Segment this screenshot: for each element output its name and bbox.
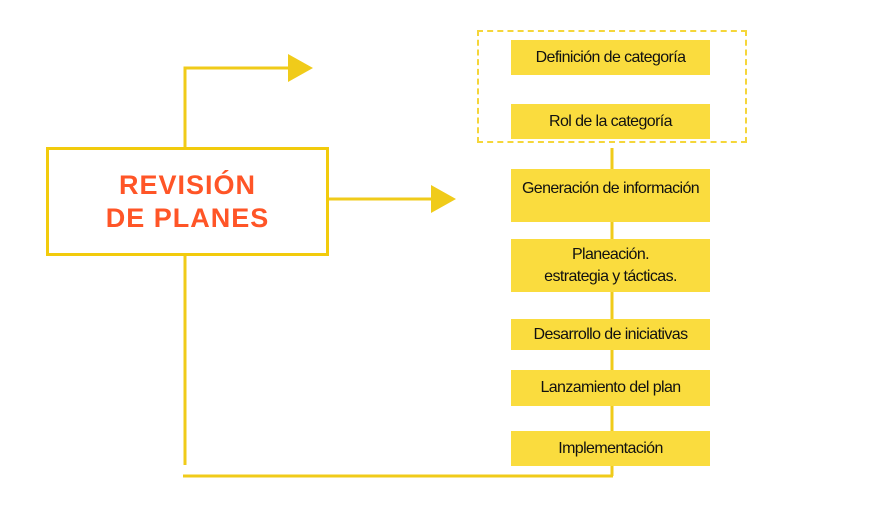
step-label: Implementación — [558, 439, 663, 457]
revision-de-planes-box: REVISIÓN DE PLANES — [46, 147, 329, 256]
step-label: Rol de la categoría — [549, 112, 673, 130]
step-rol-categoria: Rol de la categoría — [511, 104, 710, 139]
step-label: Lanzamiento del plan — [540, 379, 681, 396]
main-title-line2: DE PLANES — [105, 202, 270, 233]
top-arrow-line — [183, 66, 292, 148]
step-label: Desarrollo de iniciativas — [533, 325, 689, 343]
step-label: Generación de información — [521, 180, 700, 197]
step-planeacion: Planeación. estrategia y tácticas. — [511, 239, 710, 292]
middle-arrow-head — [431, 185, 456, 213]
main-title-line1: REVISIÓN — [118, 169, 257, 200]
step-label: Planeación. estrategia y tácticas. — [544, 245, 677, 285]
step-generacion-informacion: Generación de información — [511, 169, 710, 222]
step-lanzamiento-plan: Lanzamiento del plan — [511, 370, 710, 406]
step-desarrollo-iniciativas: Desarrollo de iniciativas — [511, 319, 710, 350]
step-implementacion: Implementación — [511, 431, 710, 466]
top-arrow-head — [288, 54, 313, 82]
step-definicion-categoria: Definición de categoría — [511, 40, 710, 75]
category-group-dashed-box — [477, 30, 747, 143]
step-label: Definición de categoría — [535, 48, 686, 66]
